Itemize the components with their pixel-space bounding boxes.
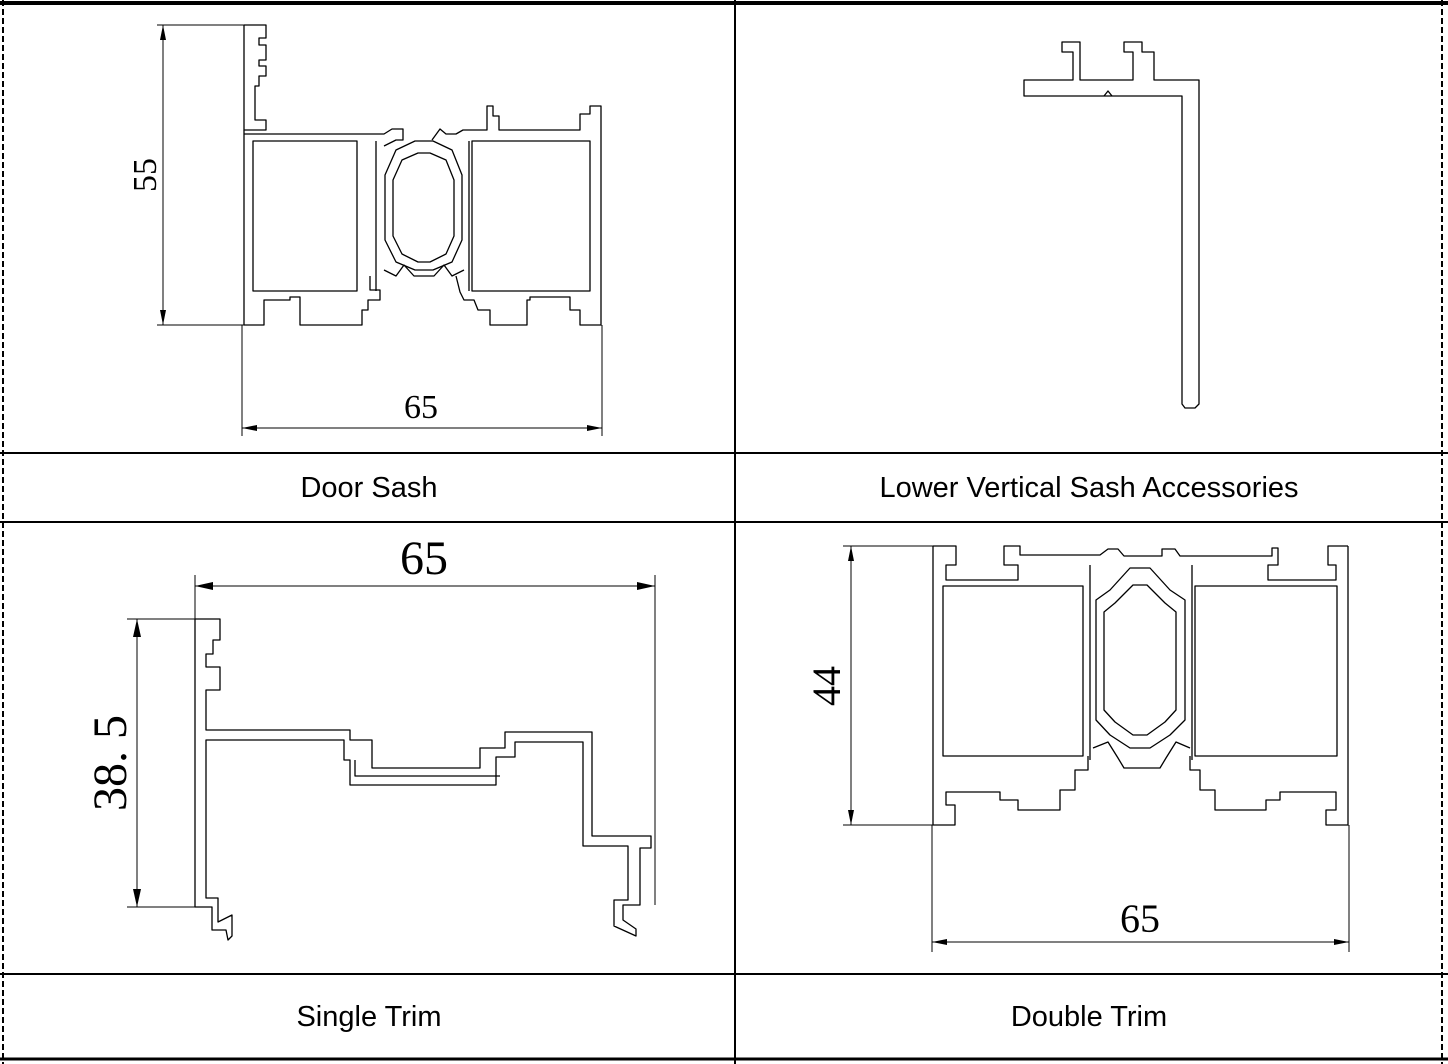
door-sash-right-chamber: [471, 140, 591, 292]
door-sash-bottom-rail-right: [455, 134, 602, 326]
double-trim-left-wall: [932, 546, 1089, 826]
door-sash-break-core: [392, 152, 455, 263]
single-trim-width-arrow-left: [195, 582, 213, 590]
caption-double-trim: Double Trim: [1010, 1000, 1168, 1033]
door-sash-height-arrow-top: [160, 25, 166, 40]
caption-door-sash: Door Sash: [300, 471, 438, 504]
caption-lower-vertical-sash-accessories: Lower Vertical Sash Accessories: [879, 471, 1299, 504]
door-sash-height-label: 55: [127, 158, 164, 192]
door-sash-left-wall: [243, 24, 267, 131]
single-trim-height-label: 38. 5: [84, 715, 137, 811]
single-trim-width-arrow-right: [637, 582, 655, 590]
door-sash-width-label: 65: [404, 389, 438, 426]
accessory-l-profile: [1023, 41, 1200, 409]
single-trim-width-label: 65: [400, 532, 448, 585]
single-trim-height-arrow-top: [133, 619, 141, 637]
accessory-notch: [1103, 90, 1113, 97]
double-trim-width-arrow-right: [1334, 939, 1349, 945]
double-trim-left-chamber: [942, 585, 1084, 757]
double-trim-height-arrow-top: [848, 546, 854, 561]
door-sash-top-skin: [244, 128, 404, 147]
double-trim-break-core: [1103, 584, 1177, 736]
door-sash-lower-clip: [383, 264, 465, 277]
double-trim-top-rail: [933, 545, 1348, 581]
door-sash-height-arrow-bottom: [160, 310, 166, 325]
double-trim-height-arrow-bottom: [848, 810, 854, 825]
caption-single-trim: Single Trim: [296, 1000, 442, 1033]
double-trim-width-arrow-left: [932, 939, 947, 945]
door-sash-left-chamber: [252, 140, 358, 292]
double-trim-lower-clip: [1092, 741, 1191, 769]
door-sash-width-arrow-left: [242, 425, 257, 431]
door-sash-top-rail: [243, 130, 381, 326]
double-trim-right-wall: [1189, 546, 1349, 826]
double-trim-thermal-break: [1095, 567, 1186, 749]
door-sash-thermal-break: [384, 140, 463, 271]
door-sash-width-arrow-right: [587, 425, 602, 431]
double-trim-right-chamber: [1194, 585, 1338, 757]
single-trim-height-arrow-bottom: [133, 889, 141, 907]
door-sash-top-skin-right: [431, 105, 602, 141]
double-trim-width-label: 65: [1120, 896, 1160, 941]
single-trim-profile: [194, 618, 652, 941]
double-trim-height-label: 44: [804, 666, 849, 706]
single-trim-inner-step: [354, 760, 500, 777]
